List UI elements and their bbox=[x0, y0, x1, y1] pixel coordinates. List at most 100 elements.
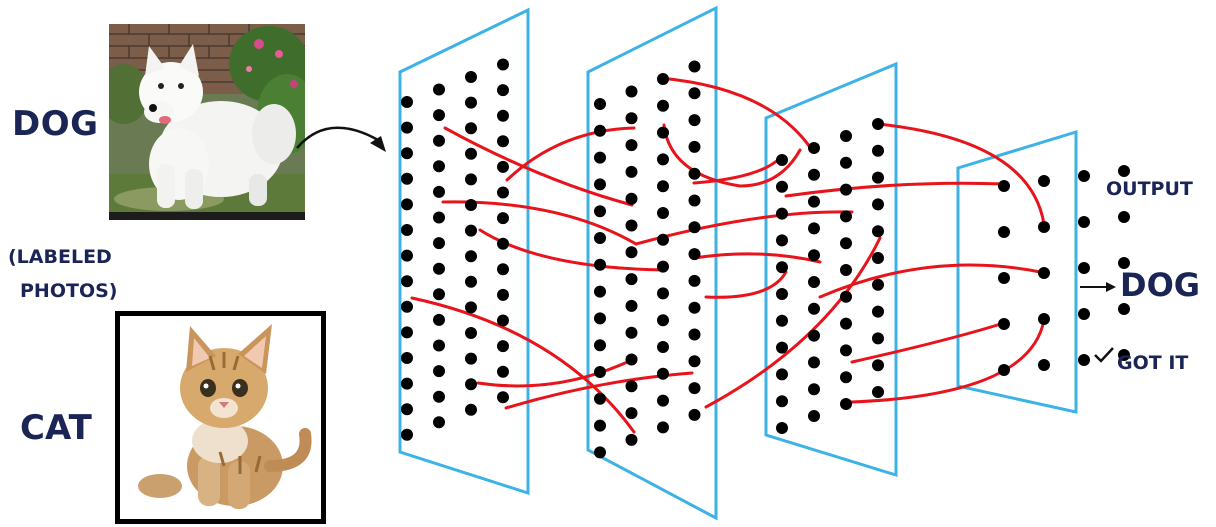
neuron-dot bbox=[465, 404, 477, 416]
right-arrow-icon bbox=[1080, 282, 1116, 292]
neuron-dot bbox=[689, 168, 701, 180]
neuron-dot bbox=[872, 279, 884, 291]
neuron-dot bbox=[497, 391, 509, 403]
neuron-dot bbox=[1078, 308, 1090, 320]
neuron-dot bbox=[497, 84, 509, 96]
neuron-dot bbox=[465, 148, 477, 160]
neuron-dot bbox=[433, 160, 445, 172]
neuron-dot bbox=[465, 71, 477, 83]
neuron-dot bbox=[1078, 216, 1090, 228]
neuron-dot bbox=[657, 368, 669, 380]
connection bbox=[694, 254, 820, 262]
neuron-dot bbox=[808, 169, 820, 181]
neuron-dot bbox=[840, 237, 852, 249]
neuron-dot bbox=[776, 288, 788, 300]
dog-label: DOG bbox=[12, 104, 99, 144]
neuron-dot bbox=[776, 422, 788, 434]
neuron-dot bbox=[808, 356, 820, 368]
neuron-dot bbox=[626, 220, 638, 232]
neuron-dot bbox=[465, 97, 477, 109]
neuron-dot bbox=[433, 288, 445, 300]
checkmark-icon bbox=[1093, 346, 1115, 364]
neuron-dot bbox=[872, 172, 884, 184]
neuron-dot bbox=[872, 332, 884, 344]
neuron-dot bbox=[401, 147, 413, 159]
neuron-dot bbox=[1118, 303, 1130, 315]
neuron-dot bbox=[497, 366, 509, 378]
neuron-dot bbox=[657, 421, 669, 433]
neuron-dot bbox=[626, 193, 638, 205]
neuron-dot bbox=[808, 303, 820, 315]
neuron-dot bbox=[626, 139, 638, 151]
neuron-dot bbox=[1038, 221, 1050, 233]
neuron-dot bbox=[689, 329, 701, 341]
neuron-dot bbox=[433, 314, 445, 326]
neuron-dot bbox=[840, 184, 852, 196]
neuron-dot bbox=[657, 395, 669, 407]
neuron-dot bbox=[594, 205, 606, 217]
neuron-dot bbox=[497, 161, 509, 173]
neuron-dot bbox=[808, 142, 820, 154]
neuron-dot bbox=[594, 232, 606, 244]
neuron-dot bbox=[401, 122, 413, 134]
neuron-dot bbox=[657, 73, 669, 85]
got-it-label: GOT IT bbox=[1117, 352, 1188, 374]
neuron-dot bbox=[808, 410, 820, 422]
neuron-dot bbox=[433, 340, 445, 352]
neuron-dot bbox=[657, 261, 669, 273]
neuron-dot bbox=[626, 246, 638, 258]
neuron-dot bbox=[1038, 267, 1050, 279]
neuron-dot bbox=[776, 234, 788, 246]
neuron-dot bbox=[594, 312, 606, 324]
neuron-dot bbox=[497, 135, 509, 147]
neuron-dot bbox=[594, 446, 606, 458]
neuron-dot bbox=[1118, 211, 1130, 223]
neuron-dot bbox=[776, 261, 788, 273]
neuron-dot bbox=[657, 314, 669, 326]
neuron-dot bbox=[776, 154, 788, 166]
neuron-dot bbox=[776, 395, 788, 407]
neuron-dot bbox=[465, 353, 477, 365]
neuron-dot bbox=[840, 210, 852, 222]
neuron-dot bbox=[401, 198, 413, 210]
neuron-dot bbox=[1078, 262, 1090, 274]
neuron-dot bbox=[840, 371, 852, 383]
neuron-dot bbox=[689, 409, 701, 421]
neuron-dot bbox=[998, 364, 1010, 376]
connection bbox=[706, 272, 786, 297]
output-label: OUTPUT bbox=[1106, 178, 1193, 200]
neuron-dot bbox=[497, 289, 509, 301]
neuron-dot bbox=[689, 61, 701, 73]
neuron-dot bbox=[808, 383, 820, 395]
neuron-dot bbox=[840, 130, 852, 142]
neuron-dot bbox=[657, 180, 669, 192]
neuron-dot bbox=[657, 234, 669, 246]
connection bbox=[445, 128, 632, 205]
neuron-dot bbox=[689, 382, 701, 394]
neuron-dot bbox=[594, 339, 606, 351]
neuron-dot bbox=[497, 110, 509, 122]
neuron-dot bbox=[465, 225, 477, 237]
neuron-dot bbox=[465, 276, 477, 288]
connection bbox=[660, 78, 812, 150]
neuron-dot bbox=[497, 59, 509, 71]
layer-3-neurons bbox=[776, 118, 884, 434]
neuron-dot bbox=[1118, 165, 1130, 177]
neuron-dot bbox=[626, 166, 638, 178]
neuron-dot bbox=[401, 96, 413, 108]
layer-1-panel bbox=[400, 10, 528, 493]
neuron-dot bbox=[497, 263, 509, 275]
neuron-dot bbox=[808, 276, 820, 288]
neuron-dot bbox=[689, 275, 701, 287]
neuron-dot bbox=[872, 252, 884, 264]
neuron-dot bbox=[465, 199, 477, 211]
neuron-dot bbox=[465, 122, 477, 134]
neuron-dot bbox=[626, 354, 638, 366]
neuron-dot bbox=[401, 403, 413, 415]
neuron-dot bbox=[626, 300, 638, 312]
neuron-dot bbox=[594, 98, 606, 110]
neuron-dot bbox=[840, 264, 852, 276]
neuron-dot bbox=[657, 287, 669, 299]
neuron-dot bbox=[626, 112, 638, 124]
labeled-photos-caption-line1: (LABELED bbox=[8, 246, 112, 268]
